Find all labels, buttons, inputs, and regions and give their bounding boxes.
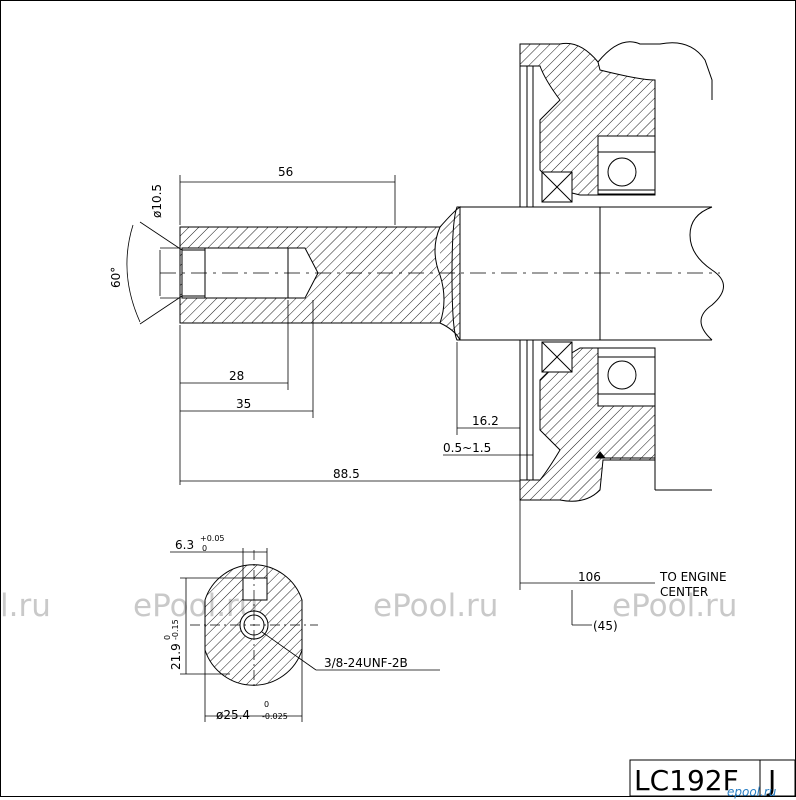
dim-key-width-tol-upper: +0.05 xyxy=(200,534,225,543)
dim-45: (45) xyxy=(593,619,618,633)
dim-key-depth-tol-upper: 0 xyxy=(163,635,172,640)
crankshaft xyxy=(179,206,724,341)
dim-0-5-1-5: 0.5~1.5 xyxy=(443,441,491,455)
title-block: LC192F J epool.ru xyxy=(629,759,796,799)
watermark-row: l.ru ePool.ru ePool.ru ePool.ru xyxy=(0,588,737,624)
dim-106: 106 xyxy=(578,570,601,584)
dim-shaft-dia: ø25.4 xyxy=(216,708,250,722)
center-label: CENTER xyxy=(660,585,708,599)
dim-key-width-tol-lower: 0 xyxy=(202,544,207,553)
dimension-lines xyxy=(126,175,655,626)
dim-16-2: 16.2 xyxy=(472,414,499,428)
to-engine-label: TO ENGINE xyxy=(659,570,727,584)
dim-bore-dia: ø10.5 xyxy=(150,184,164,218)
dim-key-depth-tol-lower: -0.15 xyxy=(171,619,180,640)
dimension-labels: 56 ø10.5 60° 28 35 88.5 16.2 0.5~1.5 106… xyxy=(109,165,727,722)
shaft-cross-section xyxy=(170,548,440,722)
dim-56: 56 xyxy=(278,165,293,179)
model-name: LC192F xyxy=(634,764,739,797)
thread-spec: 3/8-24UNF-2B xyxy=(324,656,408,670)
dim-shaft-dia-tol-lower: -0.025 xyxy=(262,712,288,721)
dim-key-width: 6.3 xyxy=(175,538,194,552)
model-suffix: J xyxy=(766,764,776,797)
dim-28: 28 xyxy=(229,369,244,383)
watermark-4: ePool.ru xyxy=(612,588,737,624)
dim-60-deg: 60° xyxy=(109,267,123,288)
engine-housing xyxy=(519,41,713,502)
dim-35: 35 xyxy=(236,397,251,411)
epool-logo: epool.ru xyxy=(727,785,777,799)
dim-shaft-dia-tol-upper: 0 xyxy=(264,700,269,709)
watermark-1: l.ru xyxy=(0,588,51,624)
dim-key-depth: 21.9 xyxy=(169,643,183,670)
watermark-3: ePool.ru xyxy=(373,588,498,624)
dim-88-5: 88.5 xyxy=(333,467,360,481)
